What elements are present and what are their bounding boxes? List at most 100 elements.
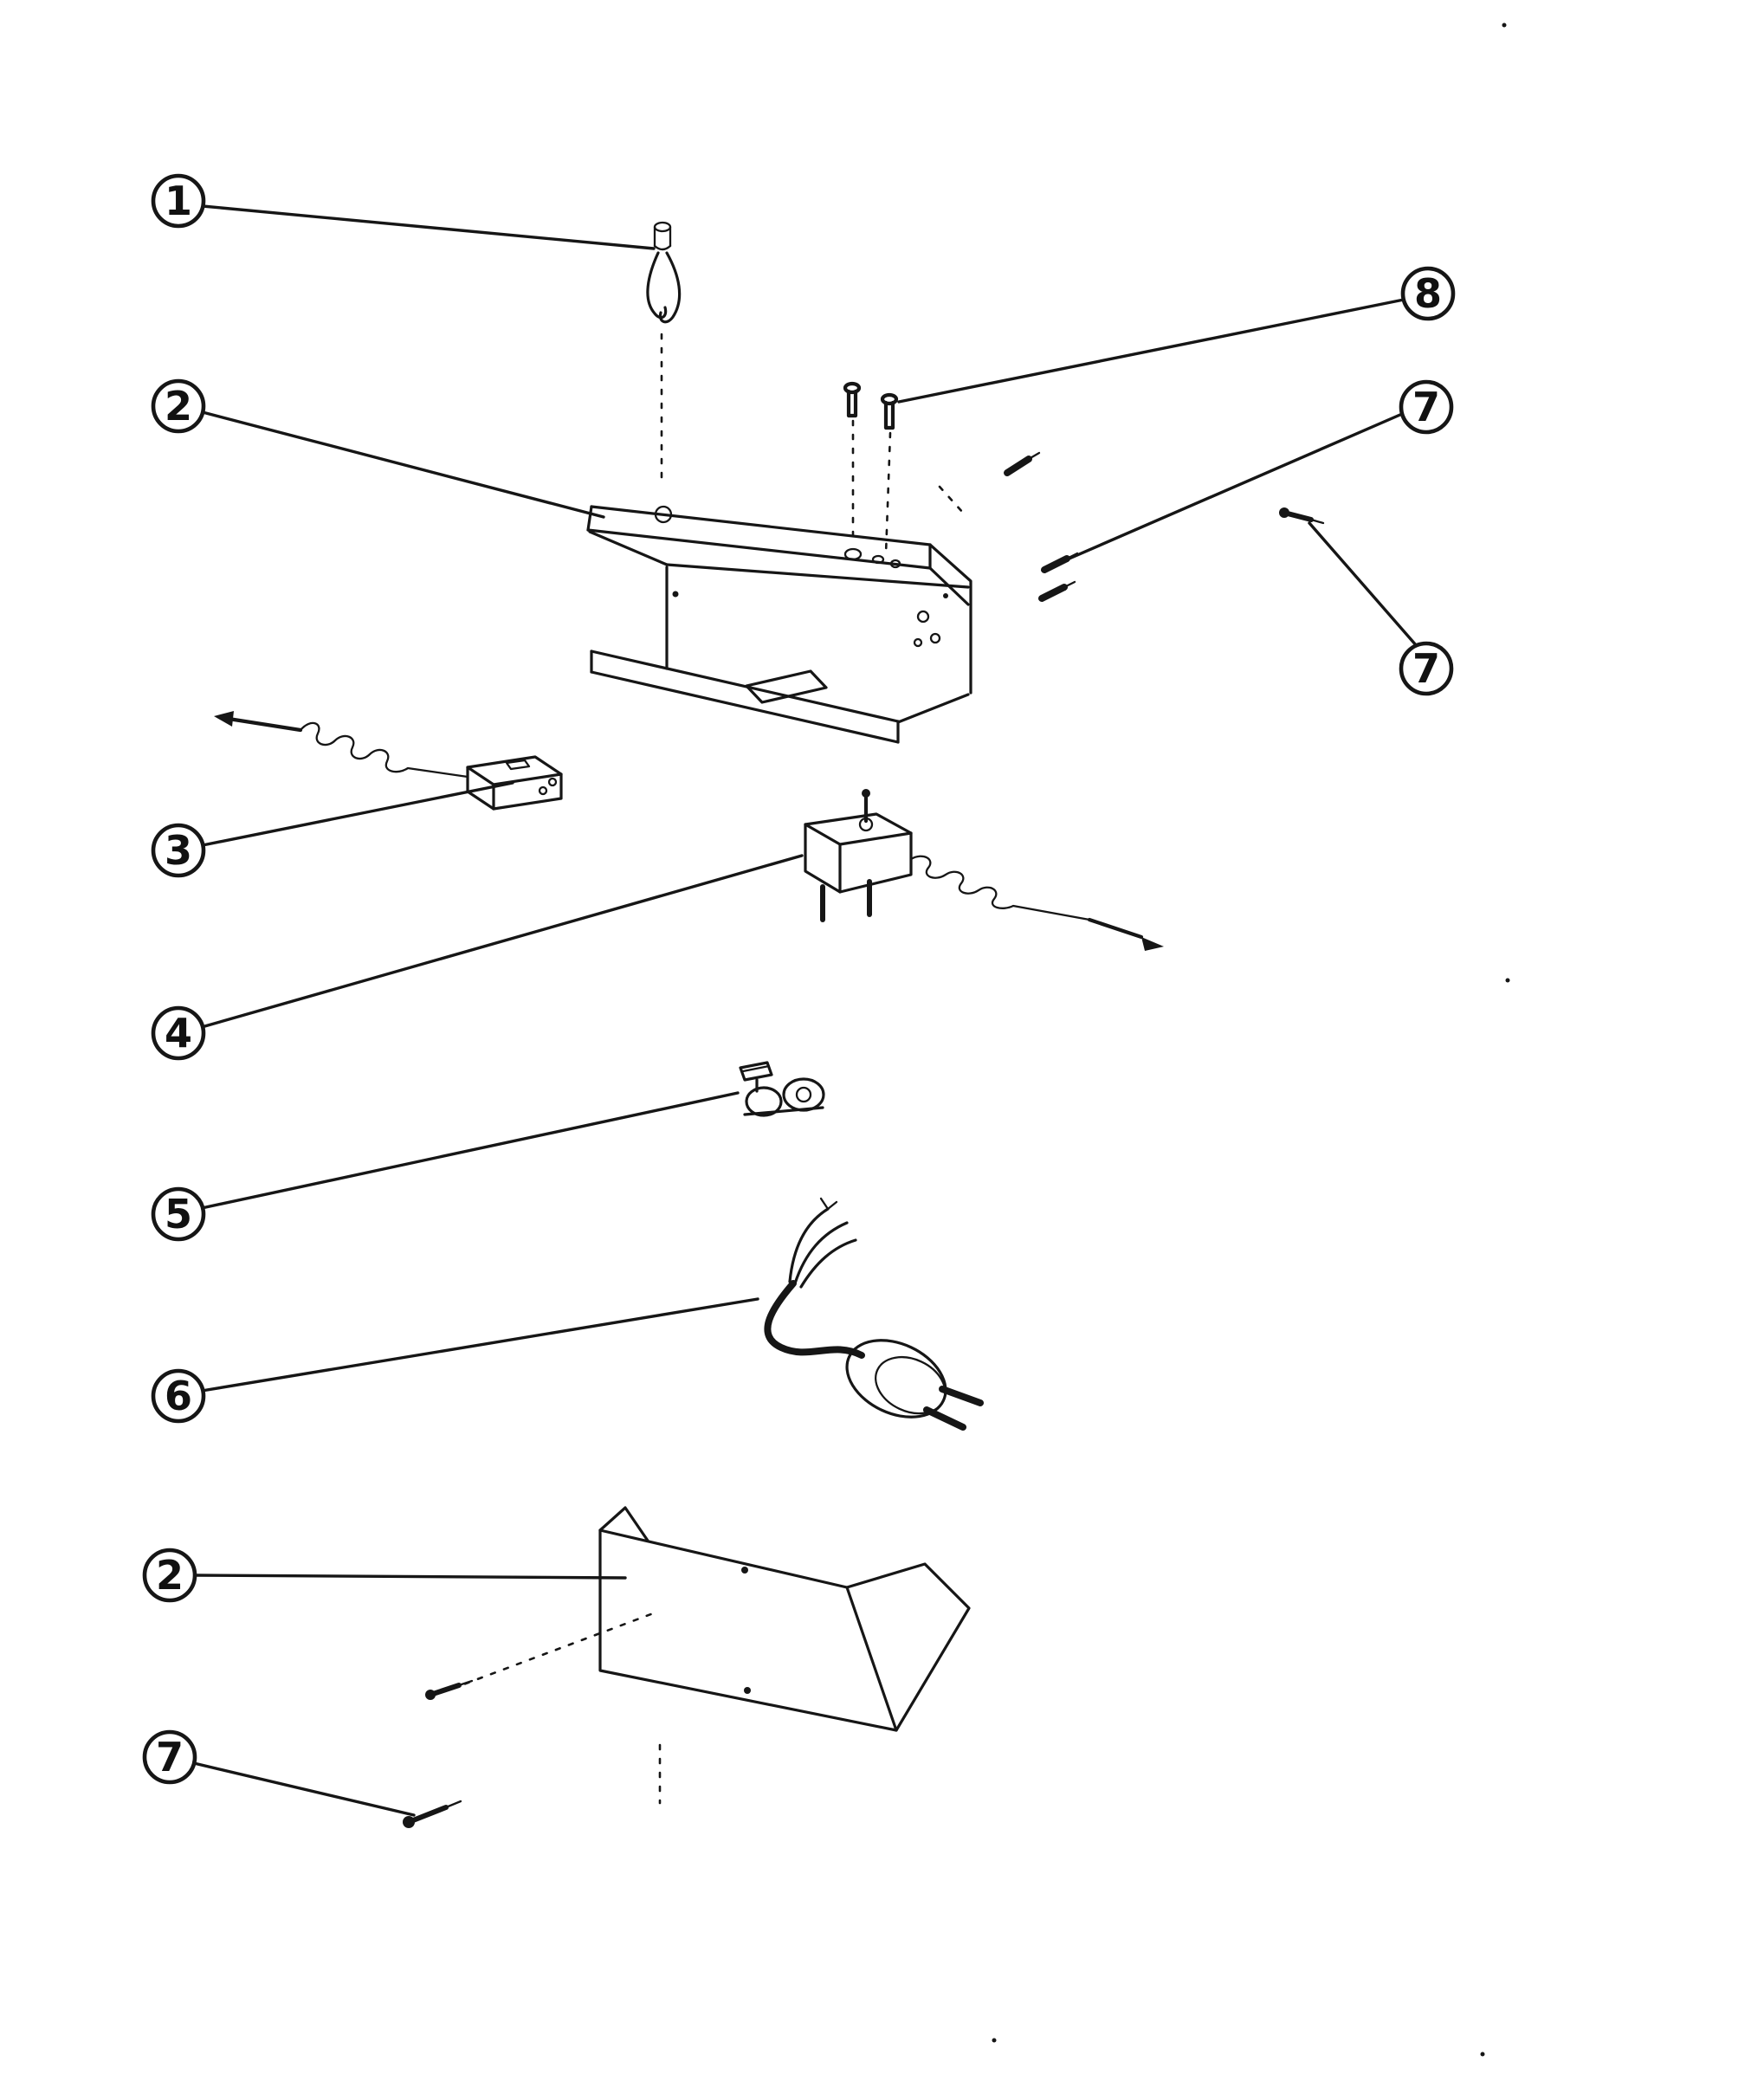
cover-hole [744,1687,751,1694]
drive-screw [1004,456,1032,476]
drive-screw [1282,510,1314,522]
flange-hole [654,505,673,524]
leader-line [192,1761,416,1817]
thermostat-top [804,812,913,846]
clamp-lobe [782,1077,825,1112]
callout-number: 1 [165,178,192,224]
thermostat-side [838,831,913,894]
callout-badge [142,1548,197,1603]
callout-5: 5 [151,1091,740,1242]
part-4-thermostat [804,789,1164,951]
switch-terminal [547,777,558,787]
leader-line [201,204,656,250]
callout-number: 7 [1412,645,1440,692]
bottom-flange-slot [745,669,828,704]
callout-1: 1 [151,173,656,250]
callout-badge [142,1729,197,1785]
callout-7-upper: 7 [1050,379,1454,568]
part-7-drive-screw-bottom [403,1800,462,1828]
end-face-dot [943,593,948,598]
callout-number: 4 [165,1010,192,1057]
plug-pin [939,1386,984,1406]
callout-number: 2 [165,383,192,430]
part-7-drive-screw-far-right [1279,507,1325,525]
leader-line [200,1297,759,1393]
leader-line [200,854,804,1029]
callout-8: 8 [897,266,1456,404]
leader-line [193,1574,627,1580]
switch-slider [505,759,531,771]
cover-front-right-edge [845,1586,898,1732]
terminal-tip [1141,937,1164,951]
callout-7-mid: 7 [1308,521,1454,696]
plug-face-rim [875,1355,947,1415]
web-hole [672,591,679,598]
alignment-dashed-line [884,431,892,556]
part-2-mounting-bracket [586,505,972,744]
lead-wire-left [646,251,668,320]
flange-hole [871,554,885,565]
part-3-switch-lead [214,711,563,811]
lead-wire-right [658,251,682,324]
callout-number: 6 [165,1373,192,1419]
leader-line [200,1091,740,1210]
callout-badge [151,378,206,434]
callout-7-bottom: 7 [142,1729,416,1817]
scan-specks [992,23,1510,2057]
drive-screw [1041,555,1070,573]
cord [764,1280,865,1359]
screw-head [880,392,899,406]
end-face-hole [929,632,941,644]
end-face-hole [913,637,923,648]
callout-number: 2 [156,1552,184,1599]
callout-badge [151,1005,206,1061]
callout-badge [1399,641,1454,696]
leader-line [201,410,605,519]
callout-badge [151,1186,206,1242]
callout-6: 6 [151,1297,759,1424]
callout-number: 3 [165,827,192,874]
terminal-pin [1087,917,1144,940]
drive-screw [406,1805,449,1825]
coiled-wire [299,721,469,779]
leader-line [201,781,514,847]
part-6-power-cord [764,1197,984,1431]
thermostat-front [804,823,842,894]
wire-strand [799,1238,857,1289]
cover-top-notch [598,1506,649,1542]
pin-head [862,789,870,798]
leader-line [1308,521,1418,648]
callout-badge [1399,379,1454,435]
alignment-dashed-line [938,485,965,514]
plug-pin [923,1406,966,1431]
terminal-pin [226,716,303,733]
alignment-dashed-line [450,1611,657,1690]
flange-hole [889,559,901,569]
callout-number: 7 [1412,384,1440,430]
screw-head [843,381,862,395]
end-face-hole [916,610,930,624]
callout-badge [151,1368,206,1424]
part-1-starter-lamp [646,221,682,480]
screw-shaft [846,389,858,418]
cover-hole [741,1567,748,1574]
callout-number: 5 [165,1191,192,1238]
part-2-cover-housing [425,1506,971,1805]
cover-outline [598,1528,971,1732]
callout-badge [151,173,206,229]
terminal-tip [214,711,234,727]
switch-body-side [492,772,563,811]
clamp-screw-hole [795,1086,812,1103]
screw-shaft [883,400,895,430]
callout-4: 4 [151,854,804,1061]
coiled-wire [909,855,1091,921]
leader-line [1050,412,1404,568]
wire-strand [793,1221,849,1285]
clamp-flag [739,1061,773,1082]
pin-base [858,817,874,832]
callout-badge [1400,266,1456,321]
switch-terminal [538,785,548,796]
drive-screw [1038,584,1068,602]
